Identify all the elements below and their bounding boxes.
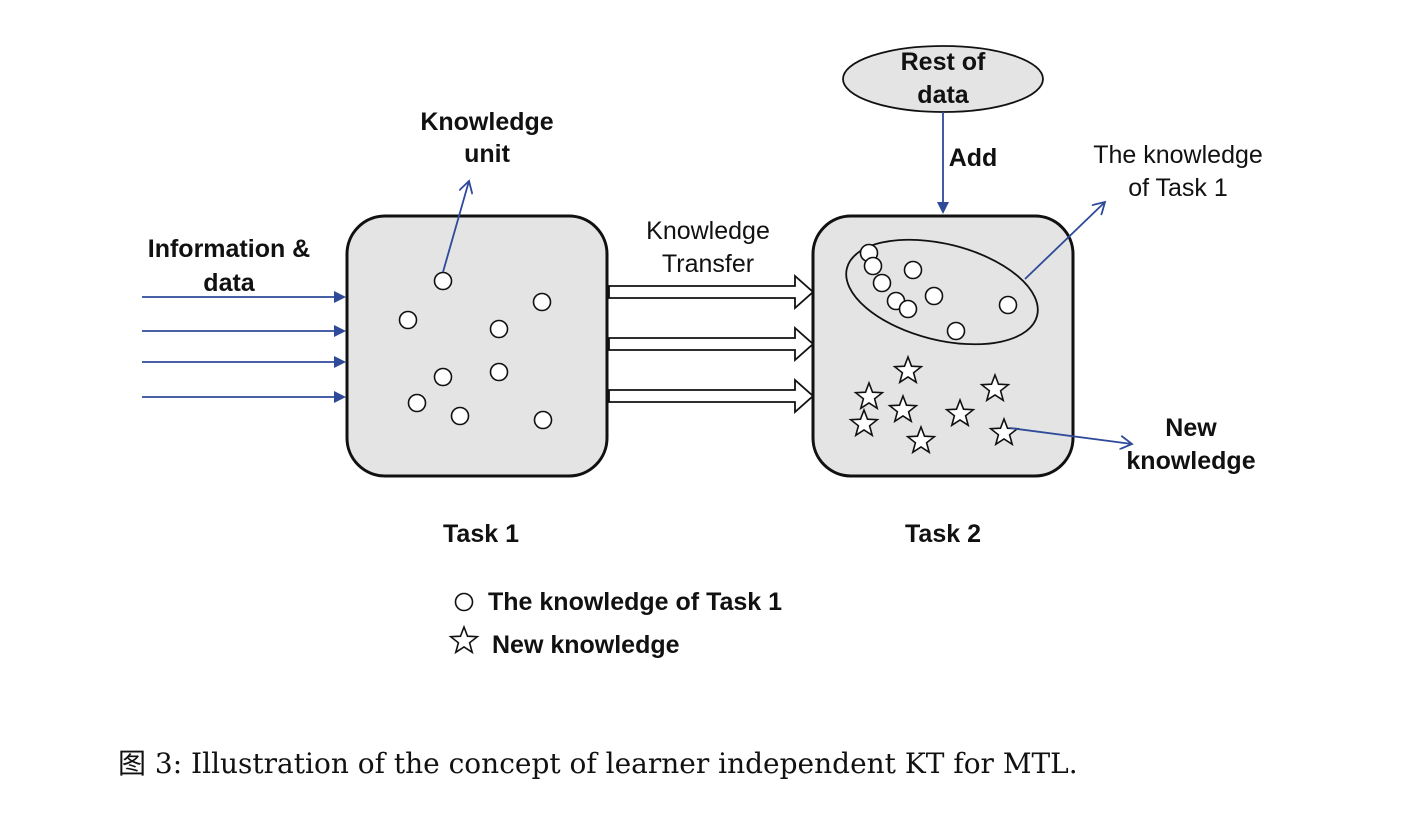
new-knowledge-star (979, 372, 1011, 403)
new-knowledge-star (892, 354, 924, 385)
task1-label: Task 1 (443, 520, 519, 548)
new-knowledge-label-2: knowledge (1126, 447, 1255, 475)
task2-box (811, 214, 1075, 478)
legend: The knowledge of Task 1 New knowledge (448, 588, 782, 659)
knowledge-unit-pointer (442, 181, 469, 273)
task1-knowledge-oval (845, 238, 1039, 346)
new-knowledge-star (905, 424, 937, 455)
new-knowledge-star (944, 397, 976, 428)
figure-caption: 图 3: Illustration of the concept of lear… (118, 747, 1078, 780)
knowledge-transfer-label-1: Knowledge (646, 217, 770, 245)
task1-knowledge-label-1: The knowledge (1093, 141, 1263, 169)
knowledge-transfer-arrows (608, 273, 815, 415)
knowledge-unit-label-1: Knowledge (420, 108, 553, 136)
legend-circle-icon (454, 592, 474, 612)
new-knowledge-star (887, 393, 919, 424)
info-data-label-2: data (203, 269, 256, 297)
legend-star-label: New knowledge (492, 631, 680, 659)
task2-label: Task 2 (905, 520, 981, 548)
legend-circle-label: The knowledge of Task 1 (488, 588, 782, 616)
rest-of-data-label-2: data (917, 81, 970, 109)
new-knowledge-label-1: New (1165, 414, 1217, 442)
task1-box (345, 214, 609, 478)
legend-star-shape (448, 624, 480, 655)
input-arrows (142, 291, 346, 403)
add-label: Add (949, 144, 998, 172)
task2-transferred-units (859, 243, 1018, 341)
info-data-label-1: Information & (148, 235, 311, 263)
new-knowledge-star (853, 380, 885, 411)
task1-knowledge-units (398, 271, 553, 430)
task1-knowledge-label-2: of Task 1 (1128, 174, 1228, 202)
new-knowledge-star (848, 407, 880, 438)
knowledge-transfer-label-2: Transfer (662, 250, 754, 278)
knowledge-unit-label-2: unit (464, 140, 510, 168)
task1-knowledge-pointer (1024, 202, 1105, 280)
rest-of-data-label-1: Rest of (901, 48, 986, 76)
new-knowledge-pointer (1009, 427, 1132, 444)
legend-star-icon (448, 624, 480, 655)
